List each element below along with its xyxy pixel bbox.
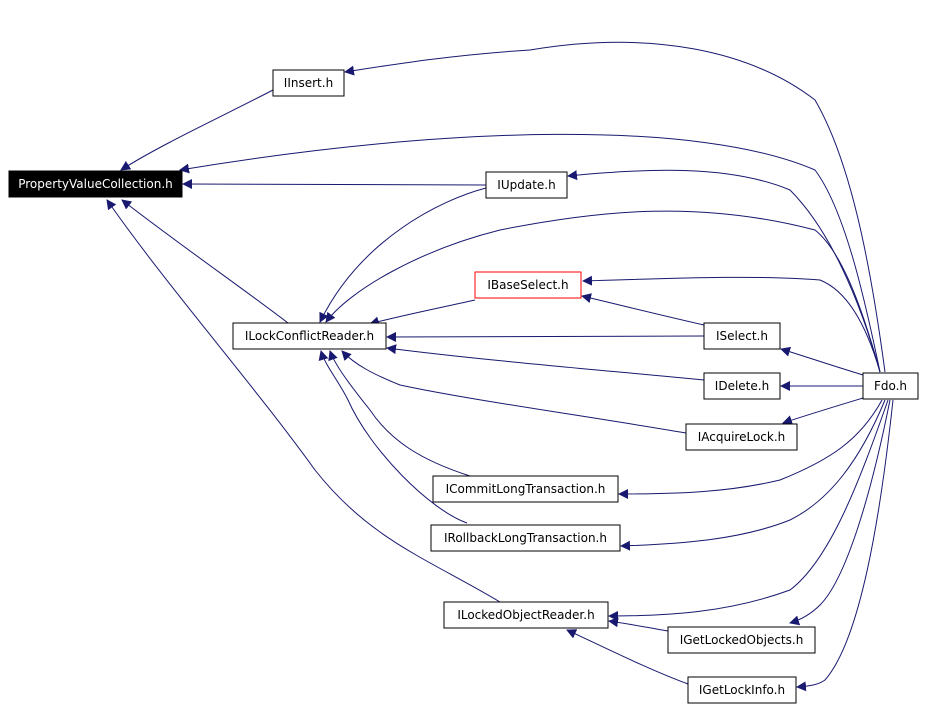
node-label-iselect: ISelect.h (716, 329, 768, 343)
node-idelete[interactable]: IDelete.h (703, 372, 781, 400)
node-label-igetlockinfo: IGetLockInfo.h (699, 683, 785, 697)
node-label-iacquirelock: IAcquireLock.h (698, 430, 786, 444)
edge-iselect-to-ilockconflictreader (386, 331, 705, 342)
node-label-iupdate: IUpdate.h (497, 178, 555, 192)
edges (106, 41, 894, 692)
node-igetlockedobjects[interactable]: IGetLockedObjects.h (667, 626, 816, 654)
edge-fdo-to-iselect (780, 346, 864, 376)
edge-iupdate-to-ilockconflictreader (319, 187, 487, 323)
edge-idelete-to-ilockconflictreader (386, 344, 705, 381)
edge-fdo-to-iacquirelock (782, 397, 864, 425)
edge-iselect-to-ibaseselect (581, 293, 705, 326)
edge-igetlockedobjects-to-ilockedobjectreader (608, 617, 669, 632)
edge-iacquirelock-to-ilockconflictreader (341, 350, 687, 434)
edge-fdo-to-iupdate (567, 169, 881, 373)
nodes: PropertyValueCollection.h IInsert.h IUpd… (8, 69, 919, 704)
edge-icommitlongtransaction-to-ilockconflictreader (328, 350, 471, 477)
node-propertyvaluecollection[interactable]: PropertyValueCollection.h (8, 170, 183, 198)
node-label-iinsert: IInsert.h (284, 76, 333, 90)
edge-fdo-to-ilockedobjectreader (608, 399, 889, 621)
node-label-irollbacklongtransaction: IRollbackLongTransaction.h (444, 531, 607, 545)
node-iupdate[interactable]: IUpdate.h (485, 171, 568, 199)
edge-fdo-to-propertyvaluecollection (179, 133, 881, 373)
edge-fdo-to-igetlockedobjects (789, 399, 891, 626)
edge-irollbacklongtransaction-to-ilockconflictreader (318, 350, 468, 524)
node-icommitlongtransaction[interactable]: ICommitLongTransaction.h (432, 475, 619, 503)
node-iselect[interactable]: ISelect.h (703, 322, 781, 350)
edge-ibaseselect-to-ilockconflictreader (369, 299, 476, 327)
edge-igetlockinfo-to-ilockedobjectreader (566, 629, 689, 685)
node-label-igetlockedobjects: IGetLockedObjects.h (680, 633, 804, 647)
node-ilockconflictreader[interactable]: ILockConflictReader.h (232, 322, 387, 350)
node-label-ilockedobjectreader: ILockedObjectReader.h (457, 608, 594, 622)
edge-fdo-to-iinsert (344, 41, 886, 373)
node-label-idelete: IDelete.h (715, 379, 769, 393)
edge-iupdate-to-propertyvaluecollection (182, 179, 487, 190)
edge-ilockedobjectreader-to-propertyvaluecollection (106, 199, 501, 603)
edge-fdo-to-icommitlongtransaction (618, 399, 883, 499)
edge-ilockconflictreader-to-propertyvaluecollection (121, 199, 289, 324)
edge-fdo-to-irollbacklongtransaction (620, 399, 886, 551)
edge-fdo-to-igetlockinfo (796, 399, 894, 692)
node-ibaseselect[interactable]: IBaseSelect.h (474, 271, 582, 299)
node-iinsert[interactable]: IInsert.h (272, 69, 345, 97)
edge-fdo-to-ilockconflictreader (325, 210, 881, 373)
node-label-ilockconflictreader: ILockConflictReader.h (245, 329, 374, 343)
node-ilockedobjectreader[interactable]: ILockedObjectReader.h (443, 601, 609, 629)
node-igetlockinfo[interactable]: IGetLockInfo.h (687, 676, 797, 704)
node-label-icommitlongtransaction: ICommitLongTransaction.h (446, 482, 606, 496)
node-label-fdo: Fdo.h (874, 379, 907, 393)
node-fdo[interactable]: Fdo.h (862, 372, 919, 400)
edge-fdo-to-ibaseselect (582, 275, 881, 373)
node-irollbacklongtransaction[interactable]: IRollbackLongTransaction.h (430, 524, 621, 552)
node-iacquirelock[interactable]: IAcquireLock.h (685, 423, 798, 451)
node-label-propertyvaluecollection: PropertyValueCollection.h (18, 177, 173, 191)
edge-iinsert-to-propertyvaluecollection (120, 89, 274, 171)
node-label-ibaseselect: IBaseSelect.h (487, 278, 568, 292)
